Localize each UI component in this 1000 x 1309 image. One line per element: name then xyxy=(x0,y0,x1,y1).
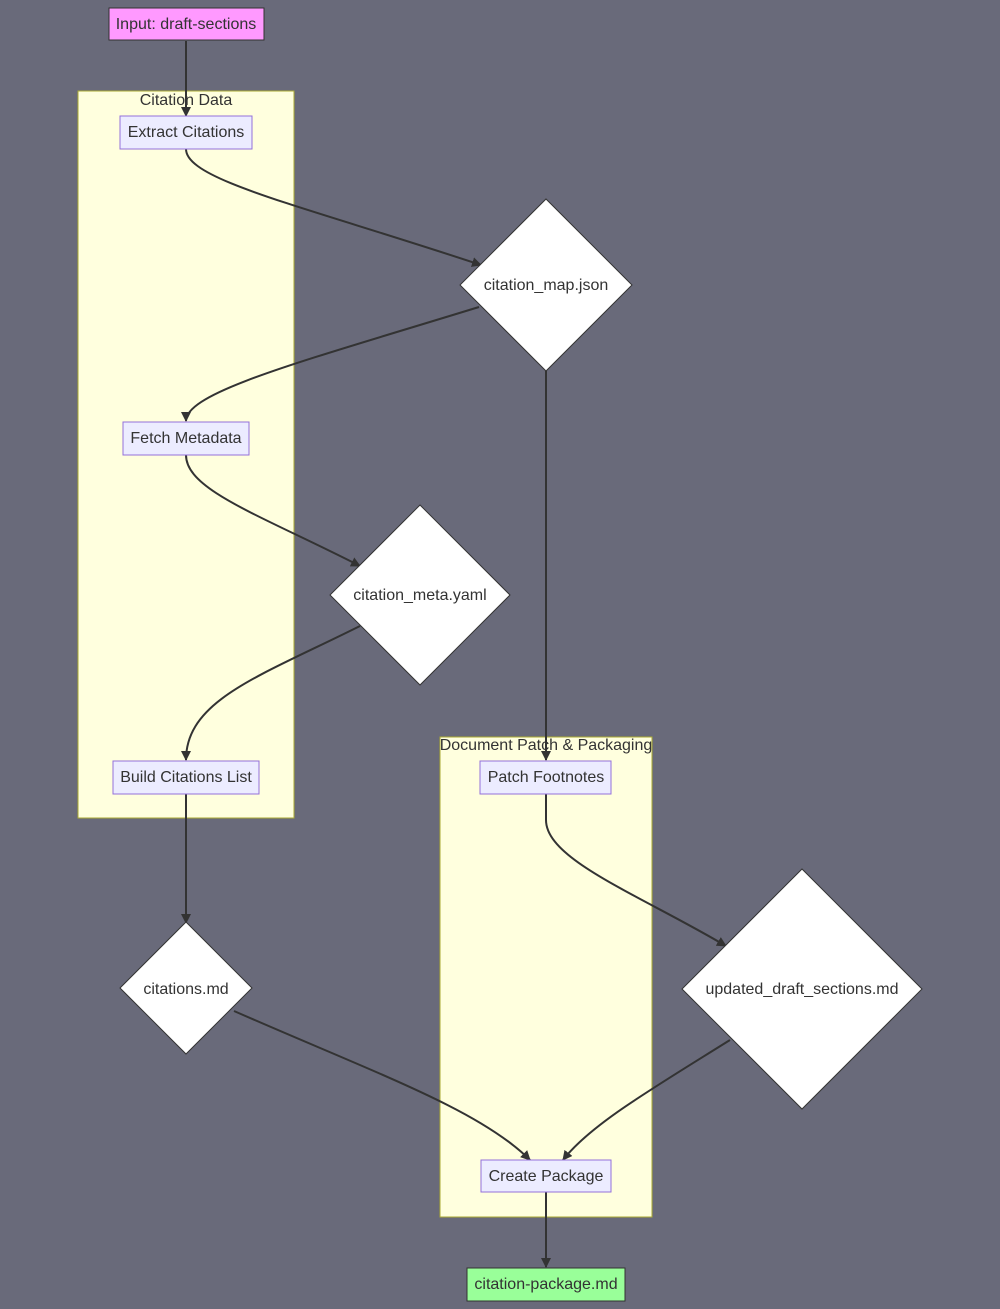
edge-fetch-to-citation-meta xyxy=(185,454,361,567)
node-fetch-metadata-label: Fetch Metadata xyxy=(130,430,241,447)
node-build-citations-list-label: Build Citations List xyxy=(120,769,252,786)
node-output[interactable]: citation-package.md xyxy=(466,1267,626,1302)
node-create-package[interactable]: Create Package xyxy=(480,1159,612,1193)
node-input-label: Input: draft-sections xyxy=(116,16,257,33)
edge-patch-to-updated-draft xyxy=(545,794,727,947)
edge-citation-meta-to-build xyxy=(181,625,361,761)
node-citation-meta[interactable]: citation_meta.yaml xyxy=(329,504,511,686)
edge-updated-draft-to-create-package xyxy=(562,1039,731,1161)
edge-citations-md-to-create-package xyxy=(233,1010,531,1161)
edges xyxy=(181,41,731,1268)
node-citation-meta-label: citation_meta.yaml xyxy=(353,587,486,604)
node-extract-citations[interactable]: Extract Citations xyxy=(119,115,253,150)
node-patch-footnotes[interactable]: Patch Footnotes xyxy=(479,760,612,795)
node-citations-md-label: citations.md xyxy=(143,981,228,998)
node-citation-map[interactable]: citation_map.json xyxy=(459,198,633,372)
node-patch-footnotes-label: Patch Footnotes xyxy=(488,769,605,786)
node-citations-md[interactable]: citations.md xyxy=(119,921,253,1055)
node-output-label: citation-package.md xyxy=(474,1276,617,1293)
node-citation-map-label: citation_map.json xyxy=(484,277,609,294)
edge-extract-to-citation-map xyxy=(185,148,482,267)
node-create-package-label: Create Package xyxy=(489,1168,604,1185)
node-updated-draft-sections-label: updated_draft_sections.md xyxy=(705,981,898,998)
edge-citation-map-to-fetch xyxy=(181,306,480,422)
node-input[interactable]: Input: draft-sections xyxy=(108,7,265,41)
node-updated-draft-sections[interactable]: updated_draft_sections.md xyxy=(681,868,923,1110)
node-build-citations-list[interactable]: Build Citations List xyxy=(112,760,260,795)
node-fetch-metadata[interactable]: Fetch Metadata xyxy=(122,421,250,456)
node-extract-citations-label: Extract Citations xyxy=(128,124,244,141)
